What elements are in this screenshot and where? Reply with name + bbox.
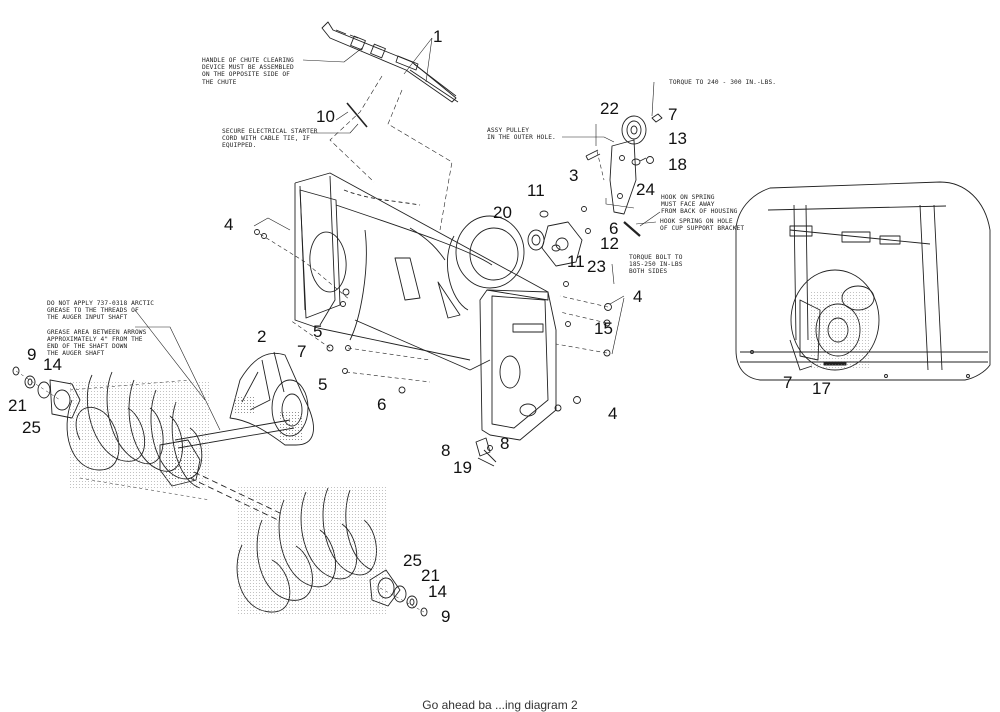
note-assy-pulley: ASSY PULLEY IN THE OUTER HOLE.	[487, 127, 556, 142]
left-auger	[66, 371, 211, 501]
part-number: 18	[668, 155, 687, 174]
part-number: 10	[316, 107, 335, 126]
part-number: 13	[668, 129, 687, 148]
part-number: 20	[493, 203, 512, 222]
part-number: 4	[224, 215, 234, 234]
note-torque-pulley: TORQUE TO 240 - 300 IN.-LBS.	[669, 79, 777, 86]
impeller	[229, 351, 314, 446]
part-number: 6	[609, 219, 619, 238]
part-number: 25	[403, 551, 422, 570]
left-bearing-stack	[12, 366, 81, 419]
part-number: 7	[668, 105, 678, 124]
part-number: 15	[594, 319, 613, 338]
footer-caption: Go ahead ba ...ing diagram 2	[422, 698, 578, 712]
note-hook-spring-hole: HOOK SPRING ON HOLE OF CUP SUPPORT BRACK…	[660, 218, 745, 233]
part-number: 11	[567, 252, 585, 271]
part-number: 1	[433, 27, 443, 46]
part-number: 4	[608, 404, 618, 423]
part-number: 23	[587, 257, 606, 276]
part-number: 14	[428, 582, 447, 601]
bottom-bracket	[475, 437, 497, 467]
part-number: 21	[421, 566, 440, 585]
note-torque-bolt: TORQUE BOLT TO 185-250 IN-LBS BOTH SIDES	[629, 254, 683, 276]
part-number: 5	[318, 375, 328, 394]
part-number: 3	[569, 166, 579, 185]
part-number: 22	[600, 99, 619, 118]
part-number: 2	[257, 327, 267, 346]
part-number: 8	[500, 434, 510, 453]
bolts	[254, 206, 612, 412]
part-number: 6	[377, 395, 387, 414]
part-number: 7	[297, 342, 307, 361]
part-number: 9	[441, 607, 451, 626]
pulley-bracket	[527, 113, 663, 267]
chute-shaft	[321, 21, 459, 103]
part-number: 5	[313, 322, 323, 341]
assembled-view	[735, 181, 991, 381]
part-number: 7	[783, 373, 793, 392]
part-number: 9	[27, 345, 37, 364]
part-number: 17	[812, 379, 831, 398]
part-number: 25	[22, 418, 41, 437]
part-number: 4	[633, 287, 643, 306]
part-number: 11	[527, 181, 545, 200]
note-grease: DO NOT APPLY 737-0318 ARCTIC GREASE TO T…	[47, 300, 155, 358]
note-chute-handle: HANDLE OF CHUTE CLEARING DEVICE MUST BE …	[202, 57, 294, 86]
part-number: 8	[441, 441, 451, 460]
right-auger	[236, 486, 386, 616]
auger-housing	[294, 172, 557, 441]
part-number: 24	[636, 180, 655, 199]
leader-lines	[134, 37, 661, 431]
cable-tie	[346, 102, 368, 128]
right-bearing-stack	[369, 569, 428, 617]
part-number: 12	[600, 234, 619, 253]
part-number: 19	[453, 458, 472, 477]
note-hook-spring: HOOK ON SPRING MUST FACE AWAY FROM BACK …	[661, 194, 738, 216]
part-number: 21	[8, 396, 27, 415]
note-starter-cord: SECURE ELECTRICAL STARTER CORD WITH CABL…	[222, 128, 318, 150]
part-number: 14	[43, 355, 62, 374]
